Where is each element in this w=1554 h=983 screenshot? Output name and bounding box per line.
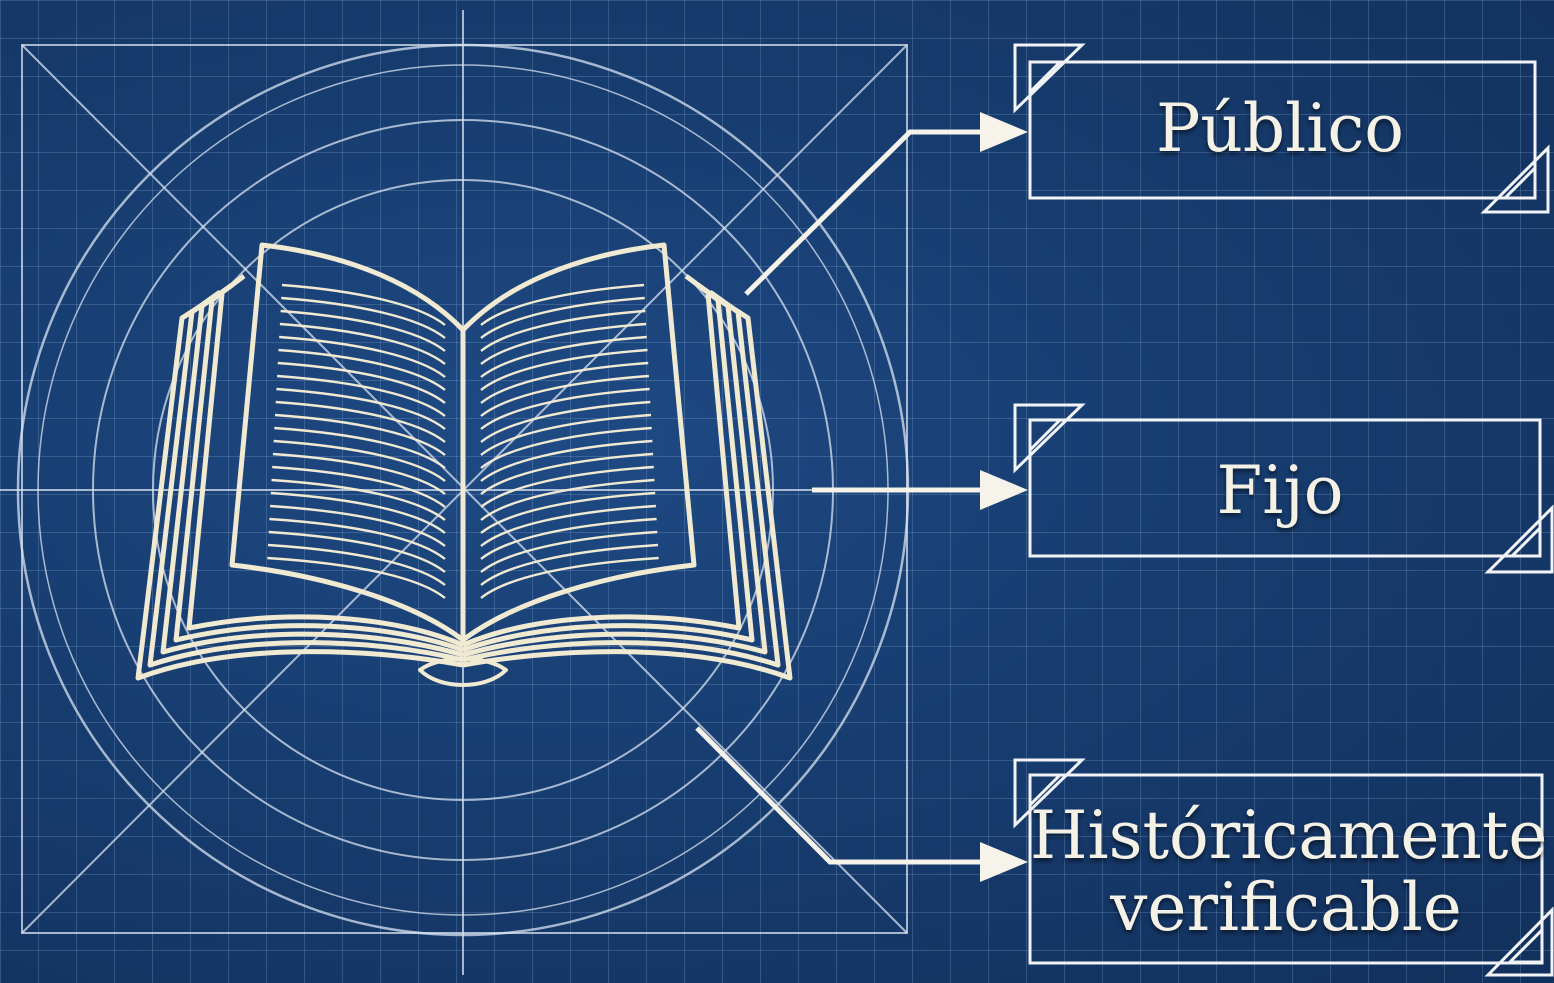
- book-text-line: [273, 439, 446, 482]
- book-text-line: [480, 296, 645, 339]
- arrow-right-icon: [980, 112, 1028, 882]
- connector-arrows: [695, 129, 990, 865]
- book-text-line: [480, 517, 657, 560]
- book-text-line: [281, 283, 446, 326]
- frame-fijo: [1013, 403, 1554, 574]
- book-text-line: [270, 504, 446, 547]
- book-text-line: [480, 283, 645, 326]
- book-text-line: [274, 426, 446, 469]
- book-text-line: [277, 374, 446, 417]
- book-text-line: [480, 348, 648, 391]
- book-text-line: [480, 400, 651, 443]
- book-text-line: [271, 478, 446, 521]
- book-text-lines: [267, 283, 659, 599]
- book-text-line: [480, 322, 647, 365]
- book-text-line: [480, 504, 656, 547]
- book-text-line: [281, 296, 446, 339]
- book-text-line: [278, 348, 446, 391]
- book-text-line: [480, 556, 659, 599]
- label-historico-line1: Históricamente: [1030, 797, 1548, 874]
- book-text-line: [480, 426, 652, 469]
- book-text-line: [267, 556, 446, 599]
- book-text-line: [480, 335, 647, 378]
- label-fijo: Fijo: [1216, 452, 1344, 529]
- book-text-line: [269, 517, 446, 560]
- label-frames: [1013, 43, 1554, 977]
- book-text-line: [480, 374, 649, 417]
- book-text-line: [267, 543, 446, 586]
- label-historico-line2: verificable: [1110, 869, 1462, 946]
- book-text-line: [480, 543, 659, 586]
- book-text-line: [270, 491, 446, 534]
- book-text-line: [279, 335, 446, 378]
- book-text-line: [480, 361, 649, 404]
- book-text-line: [480, 530, 658, 573]
- book-text-line: [276, 387, 446, 430]
- book-text-line: [480, 478, 655, 521]
- label-publico: Público: [1155, 90, 1405, 167]
- book-text-line: [272, 452, 446, 495]
- book-text-line: [277, 361, 446, 404]
- book-text-line: [480, 465, 654, 508]
- frame-historico: [1013, 758, 1554, 977]
- book-text-line: [279, 322, 446, 365]
- open-book-icon: [135, 242, 793, 687]
- book-text-line: [480, 452, 654, 495]
- book-text-line: [480, 387, 650, 430]
- book-text-line: [480, 491, 656, 534]
- label-historicamente-verificable: Históricamente verificable: [1030, 797, 1548, 946]
- book-text-line: [480, 309, 646, 352]
- arrow-historico: [695, 726, 990, 865]
- book-text-line: [268, 530, 446, 573]
- book-text-line: [272, 465, 446, 508]
- arrow-publico: [744, 129, 990, 296]
- book-text-line: [280, 309, 446, 352]
- book-text-line: [274, 413, 446, 456]
- frame-publico: [1013, 43, 1550, 214]
- book-text-line: [480, 413, 652, 456]
- book-text-line: [275, 400, 446, 443]
- book-text-line: [480, 439, 653, 482]
